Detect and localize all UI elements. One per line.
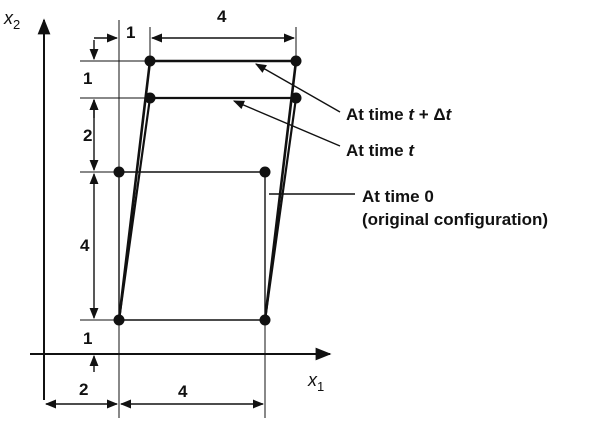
node-base-left [113, 314, 125, 326]
dimension-arrows [44, 33, 296, 409]
node-tdt-top-right [290, 55, 302, 67]
label-time-t-plus-dt: At time t + Δt [346, 105, 453, 124]
label-time-0: At time 0 [362, 187, 434, 206]
label-time-t: At time t [346, 141, 415, 160]
dim-bottom-width-label: 4 [178, 382, 188, 401]
leader-t [232, 100, 341, 147]
config-tdt-outline [117, 59, 298, 321]
dim-left-gap1-label: 1 [83, 69, 92, 88]
extension-lines [80, 20, 297, 418]
dim-left-height-label: 4 [80, 236, 90, 255]
configuration-time-0 [118, 171, 266, 321]
node-0-top-right [259, 166, 271, 178]
node-t-top-right [290, 92, 302, 104]
nodes [113, 55, 302, 326]
dim-bottom-offset-label: 2 [79, 380, 88, 399]
dim-left-gap2-label: 2 [83, 126, 92, 145]
dim-left-gap3-label: 1 [83, 329, 92, 348]
dimension-labels: 1 4 1 2 4 1 2 4 [79, 7, 227, 401]
node-base-right [259, 314, 271, 326]
node-tdt-top-left [144, 55, 156, 67]
label-original-configuration: (original configuration) [362, 210, 548, 229]
dim-top-width-label: 4 [217, 7, 227, 26]
x1-axis-label: x1 [307, 370, 324, 394]
config-t-outline [117, 96, 298, 321]
axes: x1 x2 [3, 8, 332, 400]
x2-axis-label: x2 [3, 8, 20, 32]
node-t-top-left [144, 92, 156, 104]
configuration-time-t [117, 96, 298, 321]
configuration-time-t-plus-dt [117, 59, 298, 321]
dim-top-offset-label: 1 [126, 23, 135, 42]
node-0-top-left [113, 166, 125, 178]
leader-tdt [255, 63, 341, 113]
config-0-outline [118, 171, 266, 321]
leader-lines [232, 63, 355, 195]
annotations: At time t + Δt At time t At time 0 (orig… [346, 105, 548, 229]
